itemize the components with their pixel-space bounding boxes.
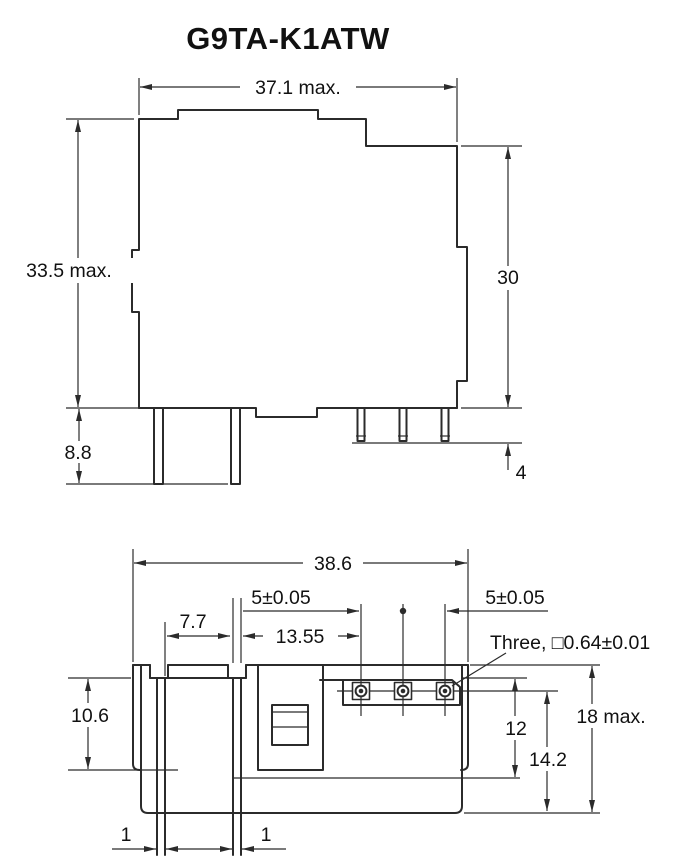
dim-depth-left: 10.6	[58, 677, 178, 771]
relay-bottom-body	[140, 664, 463, 814]
svg-text:14.2: 14.2	[529, 749, 567, 771]
svg-text:38.6: 38.6	[314, 553, 352, 575]
dim-front-height-left: 33.5 max.	[4, 118, 139, 409]
svg-text:5±0.05: 5±0.05	[485, 587, 545, 609]
drawing-title: G9TA-K1ATW	[186, 21, 390, 56]
front-view: 37.1 max. 33.5 max. 30 8.8	[4, 75, 527, 485]
center-block	[257, 664, 324, 771]
svg-text:13.55: 13.55	[276, 626, 325, 648]
front-blade-terminal-1	[153, 407, 164, 485]
relay-front-bottom-edge	[138, 407, 458, 418]
svg-text:1: 1	[121, 824, 132, 846]
bottom-blade-terminals	[156, 677, 242, 856]
bottom-view: 38.6 5±0.05 5±0.05 7.7 13.55 Three,	[58, 549, 659, 856]
svg-text:18 max.: 18 max.	[576, 706, 645, 728]
svg-text:30: 30	[497, 267, 519, 289]
svg-text:7.7: 7.7	[179, 611, 206, 633]
dim-bottom-width: 38.6	[132, 549, 469, 662]
svg-text:8.8: 8.8	[64, 442, 91, 464]
dim-blade-thickness: 1 1	[112, 824, 286, 852]
dim-blade-gap: 7.7	[164, 598, 242, 676]
dim-depth-pin: 12	[462, 677, 535, 777]
svg-text:1: 1	[261, 824, 272, 846]
front-pcb-pins	[356, 407, 450, 442]
svg-text:5±0.05: 5±0.05	[251, 587, 311, 609]
svg-text:33.5 max.: 33.5 max.	[26, 260, 112, 282]
dim-height-max: 18 max.	[464, 664, 659, 814]
relay-front-outline	[131, 109, 468, 409]
solder-pins	[351, 604, 455, 716]
svg-text:4: 4	[516, 462, 527, 484]
dim-front-pin-length: 4	[352, 442, 527, 484]
pin-recess	[319, 679, 461, 706]
pin-size-note: Three, □0.64±0.01	[451, 632, 650, 687]
front-blade-terminal-2	[230, 407, 241, 485]
dim-pin-pitch: 5±0.05 5±0.05	[243, 587, 548, 615]
right-flange	[460, 664, 469, 771]
svg-text:12: 12	[505, 718, 527, 740]
dim-front-terminal-length: 8.8	[55, 409, 228, 485]
dim-blade-to-pin: 13.55	[243, 624, 359, 648]
dim-front-height-right: 30	[461, 145, 526, 409]
dim-depth-pin-bottom: 14.2	[518, 692, 579, 811]
svg-text:37.1 max.: 37.1 max.	[255, 77, 341, 99]
left-flange	[132, 664, 141, 771]
dim-front-width: 37.1 max.	[138, 75, 458, 142]
blade-pocket-edges	[149, 664, 247, 679]
svg-text:Three, □0.64±0.01: Three, □0.64±0.01	[490, 632, 650, 654]
svg-text:10.6: 10.6	[71, 705, 109, 727]
